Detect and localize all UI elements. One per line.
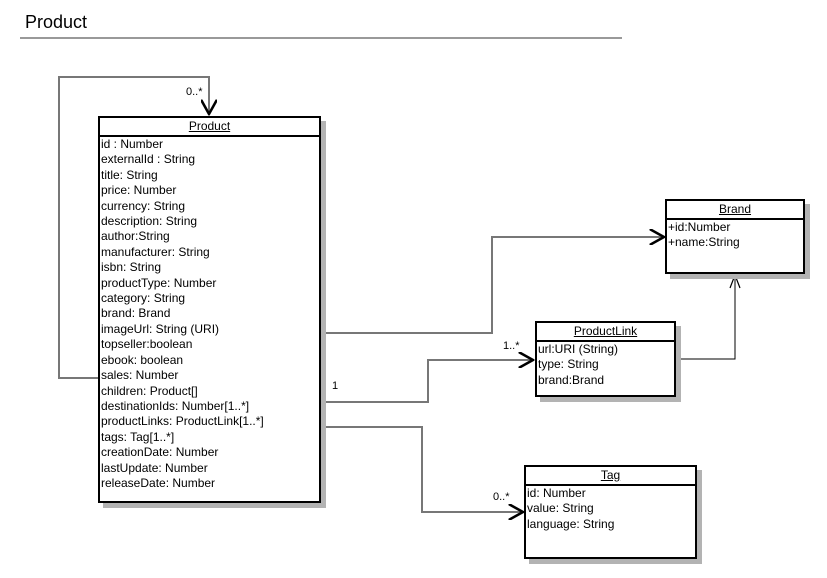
attribute-row: isbn: String xyxy=(101,260,162,275)
assoc-productlink-brand[interactable] xyxy=(675,275,736,360)
attribute-row: destinationIds: Number[1..*] xyxy=(101,398,250,413)
attribute-row: value: String xyxy=(527,501,594,516)
attribute-row: language: String xyxy=(527,516,615,531)
attribute-row: title: String xyxy=(101,167,158,182)
assoc-product-children[interactable] xyxy=(58,76,209,379)
diagram-title: Product xyxy=(25,12,88,32)
attribute-row: externalId : String xyxy=(101,152,196,167)
attribute-row: author:String xyxy=(101,229,170,244)
attribute-row: children: Product[] xyxy=(101,383,198,398)
attribute-row: productType: Number xyxy=(101,275,217,290)
attribute-row: url:URI (String) xyxy=(538,342,619,356)
attribute-row: description: String xyxy=(101,214,198,229)
attribute-row: id: Number xyxy=(527,486,586,500)
assoc-product-tag[interactable] xyxy=(321,426,523,512)
attribute-row: +id:Number xyxy=(668,220,731,234)
class-productlink[interactable]: ProductLink url:URI (String)type: String… xyxy=(535,321,676,397)
attribute-row: type: String xyxy=(538,357,599,372)
assoc-product-productlink[interactable] xyxy=(321,360,533,403)
title-divider xyxy=(20,37,622,39)
class-brand[interactable]: Brand +id:Number+name:String xyxy=(665,199,805,274)
class-name: Brand xyxy=(667,201,803,220)
assoc-product-brand[interactable] xyxy=(321,237,664,334)
attribute-row: manufacturer: String xyxy=(101,244,210,259)
multiplicity-link-source: 1 xyxy=(332,380,339,392)
attribute-row: sales: Number xyxy=(101,368,179,383)
class-name: Product xyxy=(100,118,319,137)
attribute-list: +id:Number+name:String xyxy=(667,220,803,251)
attribute-row: category: String xyxy=(101,291,186,306)
attribute-row: id : Number xyxy=(101,137,164,151)
attribute-row: currency: String xyxy=(101,198,186,213)
attribute-row: ebook: boolean xyxy=(101,352,184,367)
multiplicity-link-target: 1..* xyxy=(503,340,520,352)
attribute-row: releaseDate: Number xyxy=(101,475,216,490)
multiplicity-self: 0..* xyxy=(186,86,203,98)
arrowhead-brand-icon xyxy=(729,273,741,289)
attribute-row: lastUpdate: Number xyxy=(101,460,208,475)
attribute-row: +name:String xyxy=(668,235,740,250)
attribute-row: price: Number xyxy=(101,183,177,198)
attribute-row: imageUrl: String (URI) xyxy=(101,321,220,336)
class-name: Tag xyxy=(526,467,695,486)
attribute-row: tags: Tag[1..*] xyxy=(101,429,175,444)
attribute-row: brand:Brand xyxy=(538,372,605,387)
multiplicity-tag-target: 0..* xyxy=(493,491,510,503)
class-name: ProductLink xyxy=(537,323,674,342)
attribute-row: brand: Brand xyxy=(101,306,171,321)
attribute-row: creationDate: Number xyxy=(101,445,219,460)
attribute-row: productLinks: ProductLink[1..*] xyxy=(101,414,264,429)
attribute-row: topseller:boolean xyxy=(101,337,193,352)
